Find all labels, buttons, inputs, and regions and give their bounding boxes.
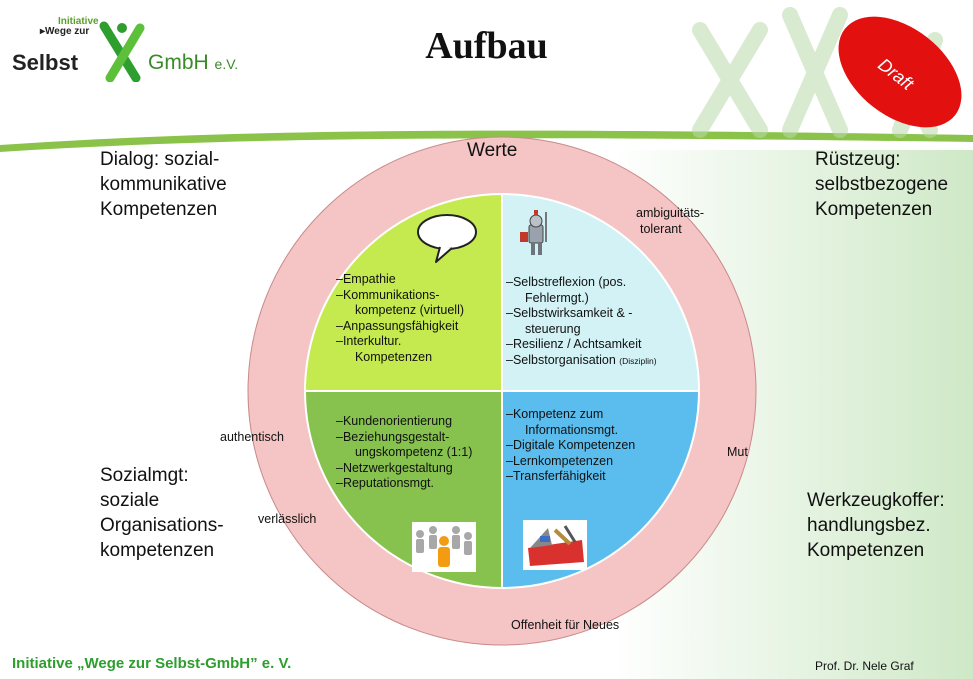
people-group-icon: [412, 522, 476, 572]
list-item: –Beziehungsgestalt-: [336, 429, 450, 444]
list-item: Kompetenzen: [348, 349, 433, 364]
quadrant-bottom-left-list: –Kundenorientierung –Beziehungsgestalt- …: [336, 414, 472, 492]
quadrant-top-right-list: –Selbstreflexion (pos. Fehlermgt.) –Selb…: [506, 275, 657, 370]
corner-line: kommunikative: [100, 174, 227, 195]
logo-word1: Selbst: [12, 50, 79, 75]
corner-line: kompetenzen: [100, 540, 215, 561]
list-item: –Anpassungsfähigkeit: [336, 318, 459, 333]
corner-top-left: Dialog: sozial- kommunikative Kompetenze…: [100, 147, 227, 222]
corner-line: Dialog: sozial-: [100, 149, 220, 170]
list-item: –Lernkompetenzen: [506, 453, 614, 468]
list-item: –Kompetenz zum: [506, 407, 604, 421]
knight-icon: [520, 210, 547, 255]
corner-line: Sozialmgt:: [100, 465, 189, 486]
ring-title: Werte: [467, 140, 518, 161]
toolbox-icon: [523, 520, 587, 570]
footer-organization: Initiative „Wege zur Selbst-GmbH” e. V.: [12, 655, 292, 672]
corner-line: Kompetenzen: [100, 199, 218, 220]
ring-courage: Mut: [727, 445, 748, 459]
list-item-text: –Selbstorganisation: [506, 352, 616, 367]
list-item: –Reputationsmgt.: [336, 476, 434, 491]
draft-badge: [838, 16, 962, 128]
list-item: Informationsmgt.: [518, 422, 619, 437]
page-title: Aufbau: [425, 25, 548, 67]
ring-openness: Offenheit für Neues: [511, 618, 620, 632]
footer-author: Prof. Dr. Nele Graf: [815, 659, 914, 673]
logo-figure-icon: [99, 21, 145, 82]
quadrant-bottom-right-list: –Kompetenz zum Informationsmgt. –Digital…: [506, 407, 635, 485]
logo-word2: GmbH e.V.: [148, 51, 238, 75]
list-item: –Netzwerkgestaltung: [336, 460, 453, 475]
list-item: –Interkultur.: [336, 334, 402, 349]
ring-reliable: verlässlich: [258, 512, 317, 526]
list-item: –Empathie: [336, 272, 396, 286]
logo-line2: ▸Wege zur: [40, 26, 90, 37]
list-item: –Selbstreflexion (pos.: [506, 275, 627, 289]
list-item: –Digitale Kompetenzen: [506, 438, 636, 453]
list-item: –Kommunikations-: [336, 287, 440, 302]
list-item: kompetenz (virtuell): [348, 303, 465, 318]
logo-suffix: e.V.: [214, 56, 239, 72]
logo-gmbh-text: GmbH: [148, 51, 209, 74]
corner-line: selbstbezogene: [815, 174, 949, 195]
list-item: –Kundenorientierung: [336, 414, 453, 428]
ring-ambiguity-line2: tolerant: [640, 222, 682, 236]
list-item: Fehlermgt.): [518, 290, 589, 305]
corner-bottom-left: Sozialmgt: soziale Organisations- kompet…: [100, 463, 224, 563]
list-item: –Resilienz / Achtsamkeit: [506, 337, 642, 352]
list-item: –Selbstorganisation (Disziplin): [506, 353, 657, 370]
list-item: –Selbstwirksamkeit & -: [506, 306, 633, 321]
corner-bottom-right: Werkzeugkoffer: handlungsbez. Kompetenze…: [807, 488, 945, 563]
corner-top-right: Rüstzeug: selbstbezogene Kompetenzen: [815, 147, 948, 222]
corner-line: soziale: [100, 490, 160, 511]
speech-bubble-icon: [417, 214, 477, 263]
list-item-note: (Disziplin): [619, 355, 657, 366]
quadrant-top-left-list: –Empathie –Kommunikations- kompetenz (vi…: [336, 272, 464, 366]
corner-line: handlungsbez.: [807, 515, 931, 536]
corner-line: Rüstzeug:: [815, 149, 901, 170]
logo-line1: Initiative: [58, 16, 99, 27]
ring-ambiguity: ambiguitäts- tolerant: [636, 205, 704, 237]
ring-authentic: authentisch: [220, 430, 284, 444]
corner-line: Kompetenzen: [807, 540, 925, 561]
corner-line: Organisations-: [100, 515, 224, 536]
list-item: ungskompetenz (1:1): [348, 445, 473, 460]
corner-line: Kompetenzen: [815, 199, 933, 220]
ring-ambiguity-line1: ambiguitäts-: [636, 206, 705, 220]
list-item: steuerung: [518, 321, 581, 336]
corner-line: Werkzeugkoffer:: [807, 490, 945, 511]
list-item: –Transferfähigkeit: [506, 469, 606, 484]
